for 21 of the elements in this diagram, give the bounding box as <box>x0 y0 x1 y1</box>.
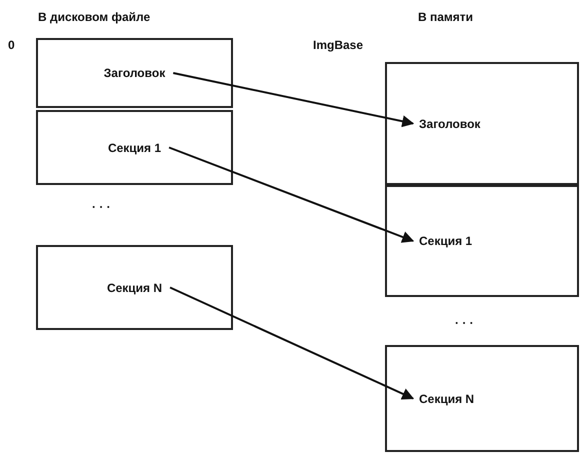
address-label: 0 <box>8 38 15 52</box>
block-label: Секция 1 <box>108 140 162 154</box>
column-heading: В дисковом файле <box>38 10 150 24</box>
block-label: Секция N <box>106 280 162 294</box>
block-label: Заголовок <box>419 116 480 130</box>
memory-block <box>385 62 579 185</box>
block-label: Секция 1 <box>419 234 472 248</box>
memory-block <box>36 110 233 185</box>
ellipsis: · · · <box>92 200 111 214</box>
address-label: ImgBase <box>313 38 364 52</box>
arrow <box>173 72 414 128</box>
memory-block <box>36 38 233 108</box>
column-heading: В памяти <box>418 10 474 24</box>
ellipsis: · · · <box>455 316 474 330</box>
memory-block <box>385 185 579 297</box>
memory-block <box>385 345 579 452</box>
arrow <box>168 146 414 243</box>
arrow <box>170 286 414 400</box>
memory-block <box>36 245 233 330</box>
block-label: Секция N <box>419 392 474 406</box>
block-label: Заголовок <box>104 66 166 80</box>
